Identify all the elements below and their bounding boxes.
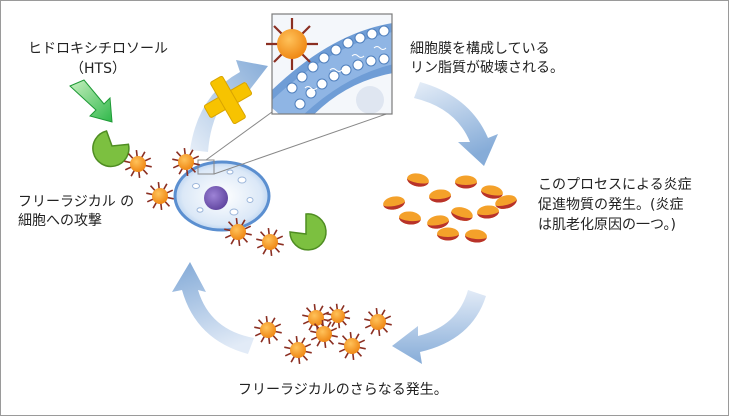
inflammation-label-line2: 促進物質の発生。(炎症 [538, 197, 684, 213]
cycle-arrow-to-more-radicals [392, 290, 486, 364]
free-radical-icon [310, 319, 338, 349]
attack-label-line2: 細胞への攻撃 [18, 213, 102, 229]
inflammatory-substance-icon [495, 195, 517, 209]
free-radical-icon [325, 303, 351, 329]
free-radical-icon [338, 331, 366, 361]
hts-label-line2: （HTS） [70, 61, 126, 77]
inflammatory-substance-icon [465, 229, 487, 243]
cycle-arrow-to-inflammation [414, 82, 498, 166]
inflammation-label-line3: は肌老化原因の一つ。) [538, 217, 676, 233]
inflammation-label-line1: このプロセスによる炎症 [538, 177, 692, 193]
inflammatory-substance-icon [407, 173, 429, 187]
hts-label-line1: ヒドロキシチロソール [28, 41, 168, 57]
inflammatory-substance-icon [427, 215, 449, 229]
attack-label-line1: フリーラジカル の [18, 194, 135, 210]
inflammatory-substance-icon [399, 211, 421, 225]
inflammatory-substance-icon [429, 189, 451, 203]
membrane-inset [266, 13, 393, 115]
free-radical-icon [284, 335, 312, 365]
cycle-arrow-to-inset [190, 60, 268, 152]
cell-icon [173, 160, 271, 232]
inflammatory-substance-icon [481, 185, 503, 199]
free-radical-icon [364, 307, 392, 337]
inflammatory-substance-icon [383, 196, 405, 210]
inflammatory-substance-icon [477, 205, 499, 219]
zoom-line [213, 111, 393, 175]
hts-molecule-icon [289, 213, 327, 251]
hts-molecule-icon [92, 130, 130, 168]
damage-star-icon [203, 75, 253, 125]
more-radicals-label: フリーラジカルのさらなる発生。 [238, 382, 448, 398]
inflammatory-substance-icon [455, 175, 477, 189]
inflammatory-substance-icon [451, 207, 473, 221]
hts-arrow-icon [69, 79, 113, 123]
free-radical-icon [256, 227, 284, 257]
inflammatory-substances [383, 173, 517, 243]
cycle-arrow-to-cell [172, 262, 254, 354]
free-radicals [124, 147, 392, 365]
inflammatory-substance-icon [437, 227, 459, 241]
membrane-label-line2: リン脂質が破壊される。 [410, 60, 564, 76]
free-radical-icon [146, 181, 174, 211]
membrane-label-line1: 細胞膜を構成している [410, 41, 550, 57]
free-radical-icon [124, 149, 152, 179]
free-radical-icon [224, 217, 252, 247]
free-radical-icon [172, 147, 200, 177]
free-radical-icon [254, 315, 282, 345]
free-radical-icon [266, 18, 318, 70]
zoom-line [205, 111, 273, 161]
